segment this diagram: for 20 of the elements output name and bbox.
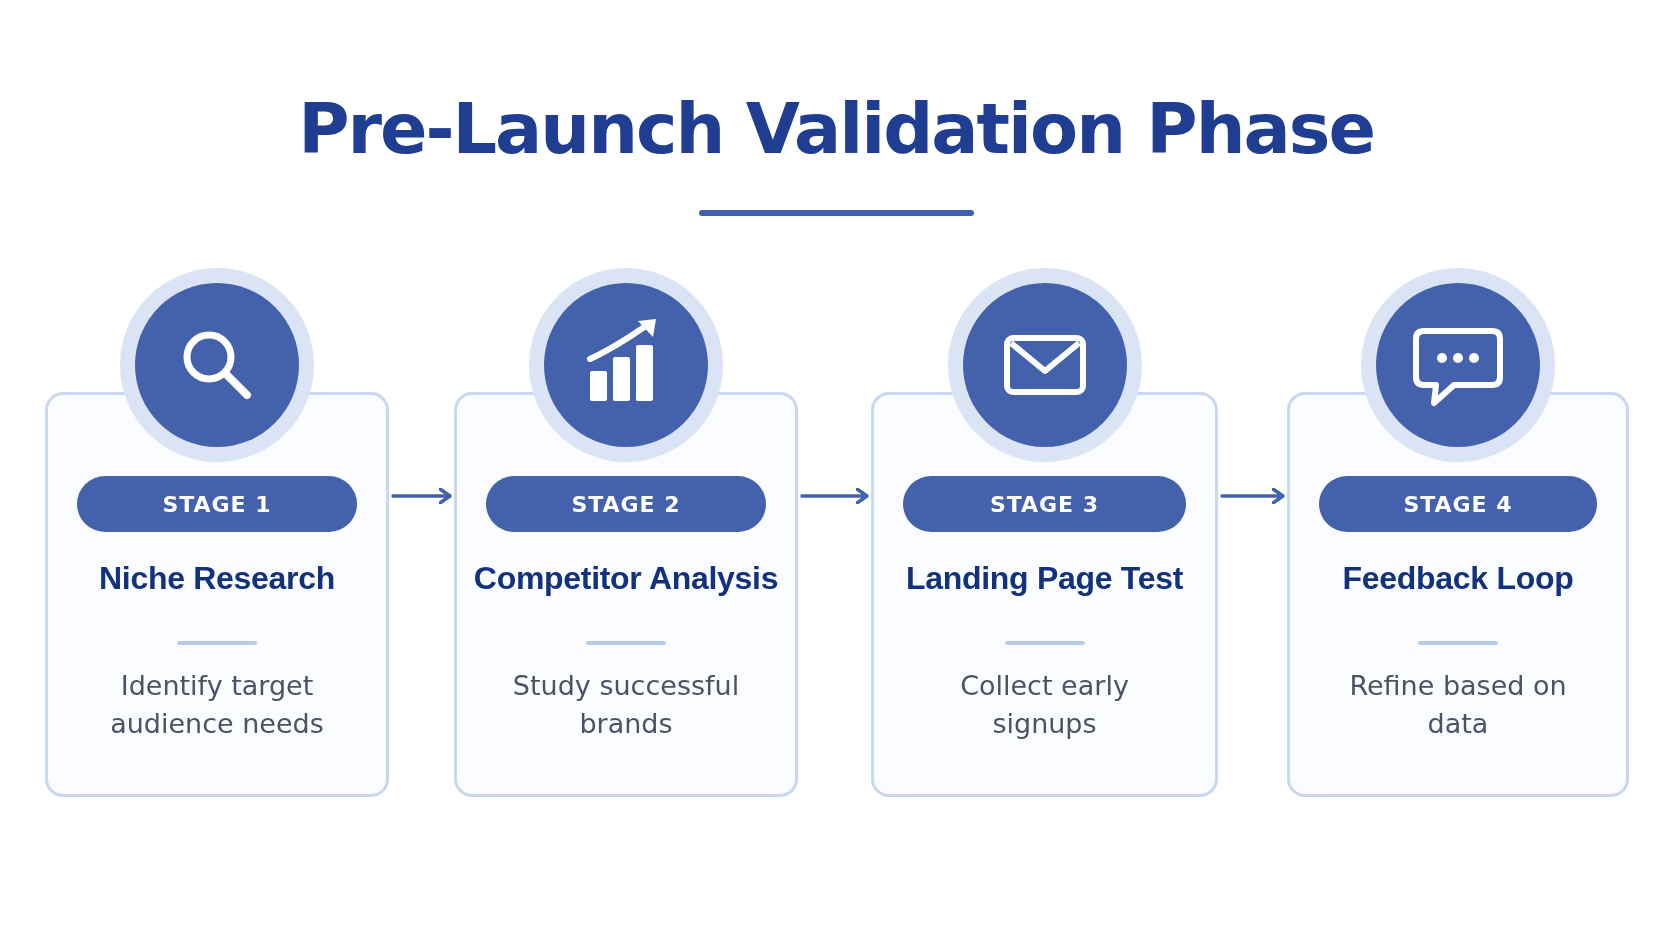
arrow bbox=[800, 487, 869, 505]
stage-description: Study successful brands bbox=[512, 669, 740, 741]
stage-title: Niche Research bbox=[98, 559, 336, 598]
stage-card bbox=[45, 392, 389, 797]
stage-label: STAGE 3 bbox=[903, 476, 1186, 532]
stage-title: Landing Page Test bbox=[905, 559, 1184, 598]
stage-description: Refine based on data bbox=[1348, 669, 1568, 741]
stage-description: Collect early signups bbox=[959, 669, 1130, 741]
stage-card bbox=[871, 392, 1218, 797]
stage-description: Identify target audience needs bbox=[109, 669, 325, 741]
stage-label: STAGE 4 bbox=[1319, 476, 1597, 532]
stage-title: Competitor Analysis bbox=[472, 559, 780, 598]
title: Pre-Launch Validation Phase bbox=[297, 88, 1375, 170]
stage-card bbox=[454, 392, 798, 797]
stage-label: STAGE 2 bbox=[486, 476, 766, 532]
arrow bbox=[391, 487, 452, 505]
stage-label: STAGE 1 bbox=[77, 476, 357, 532]
arrow bbox=[1220, 487, 1285, 505]
stage-title: Feedback Loop bbox=[1341, 559, 1575, 598]
stage-card bbox=[1287, 392, 1629, 797]
